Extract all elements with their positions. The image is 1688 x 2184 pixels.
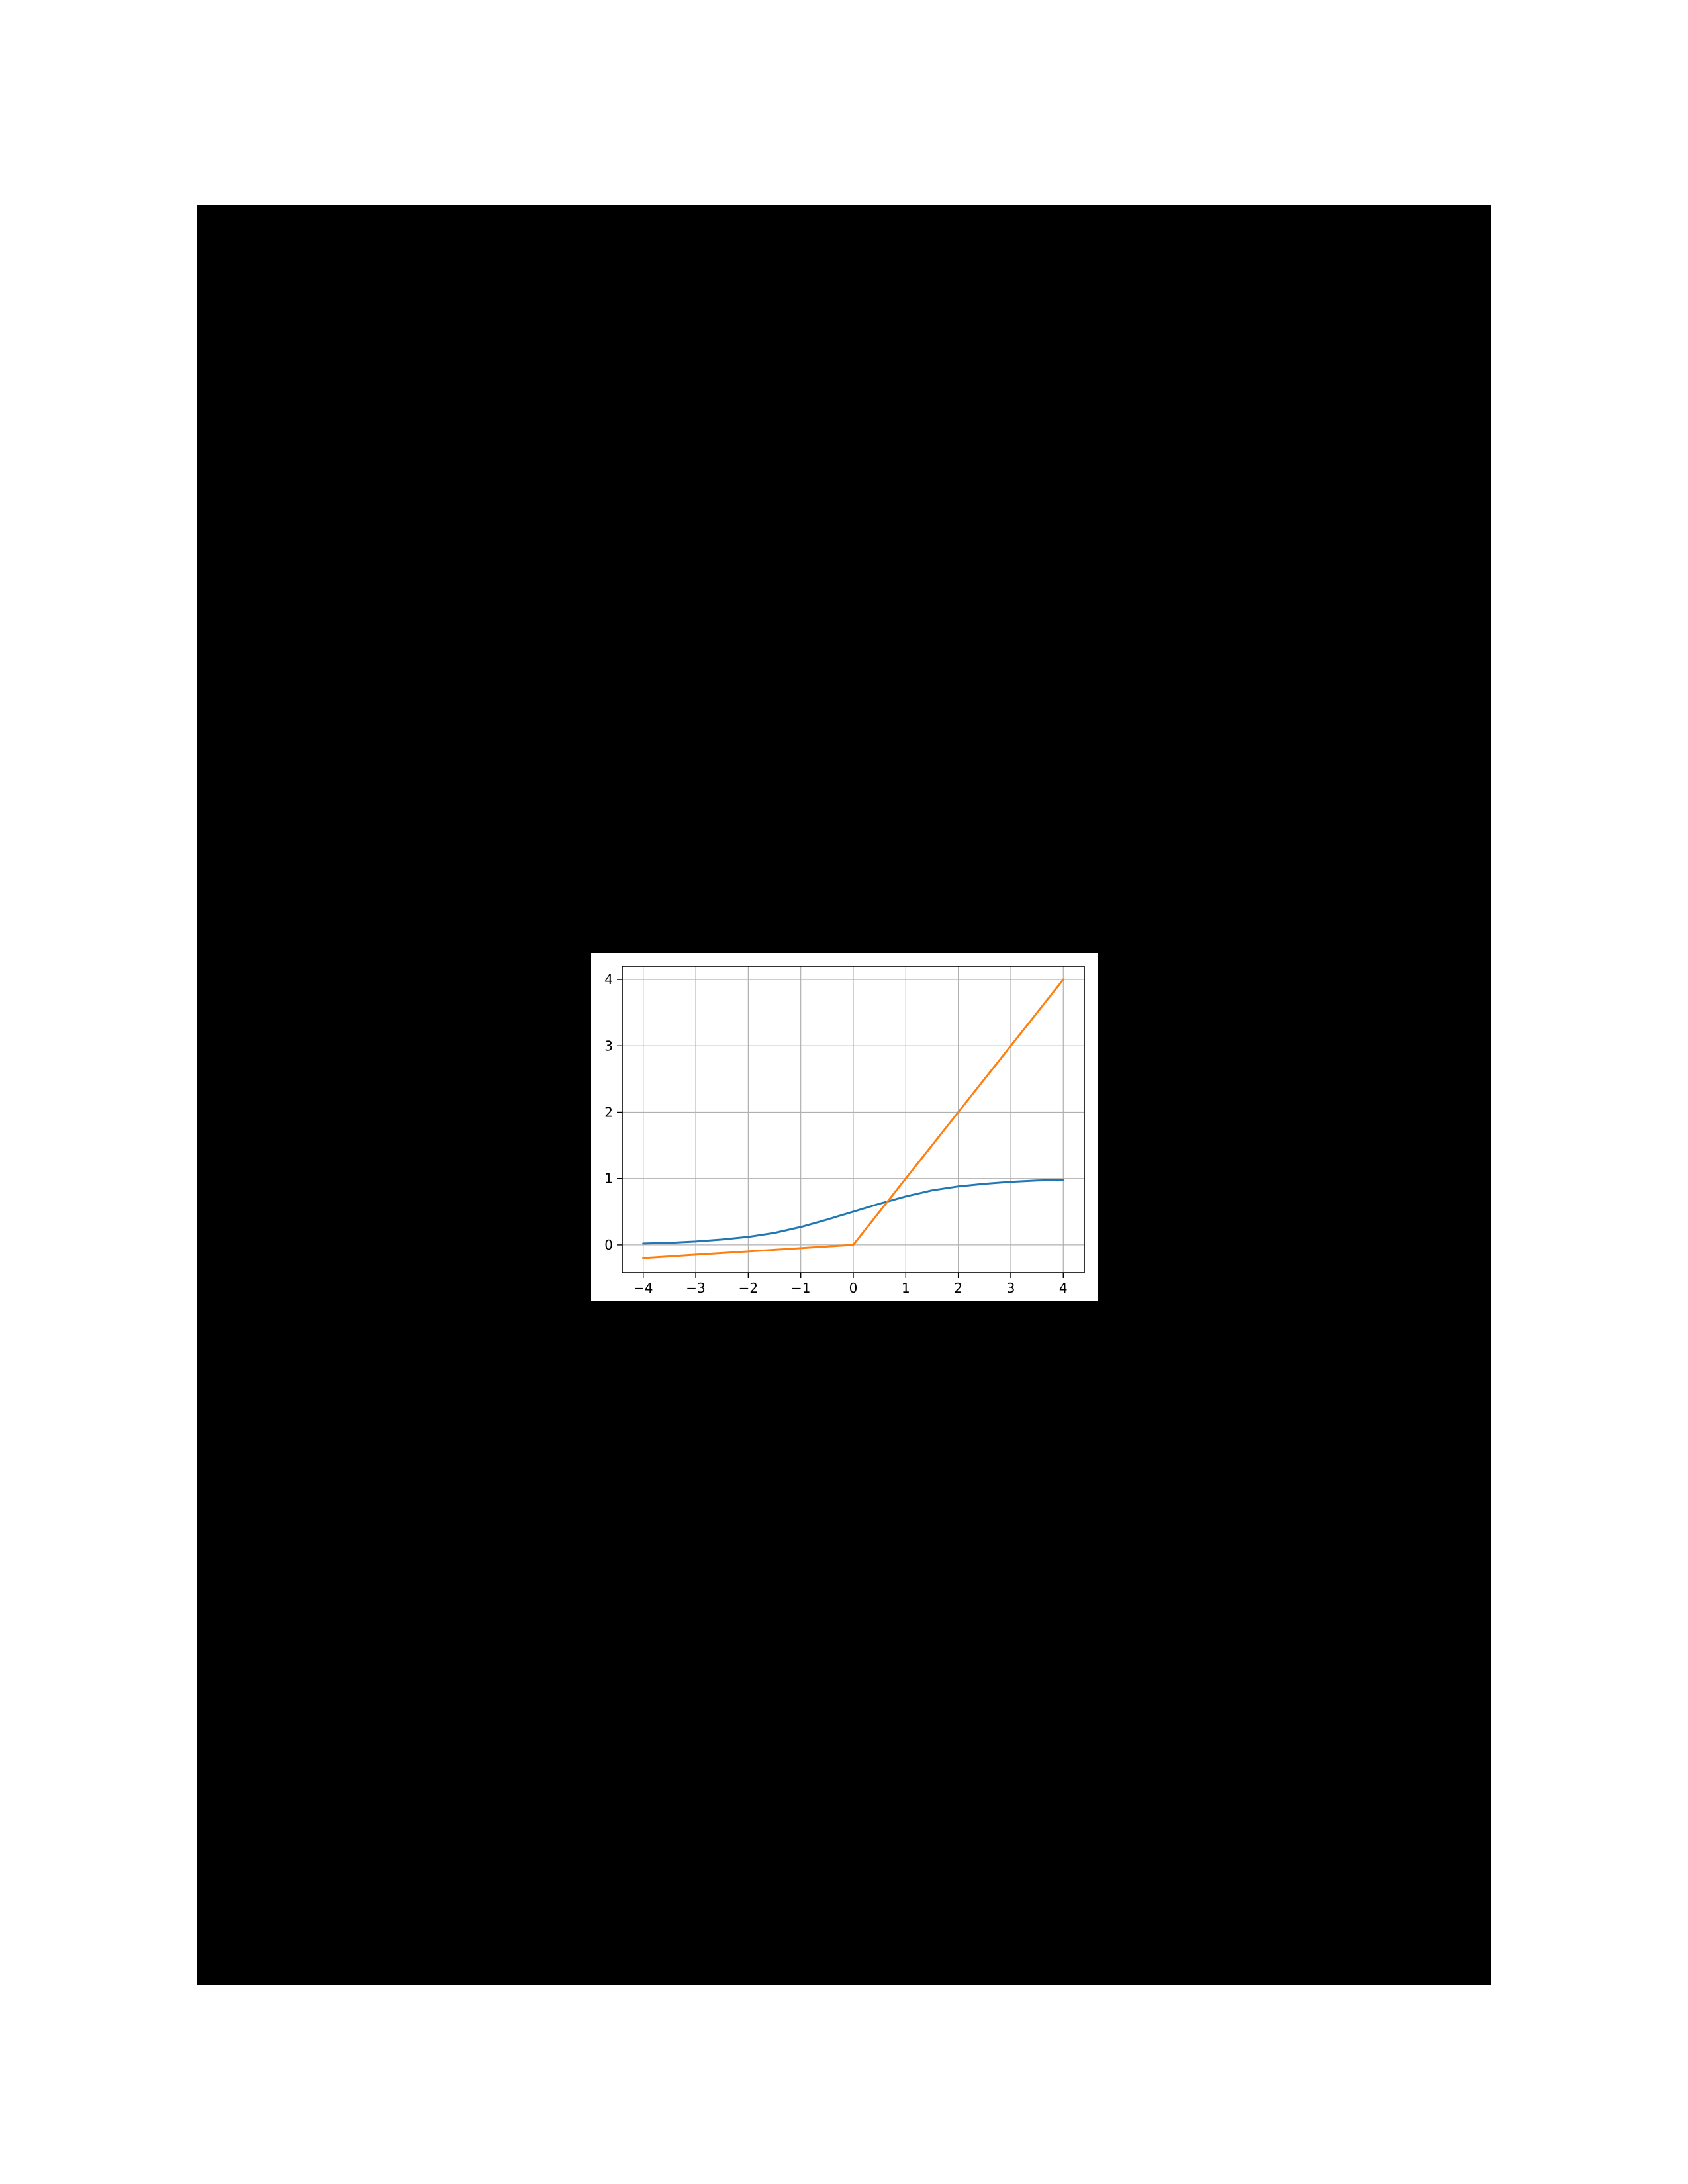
y-tick-label: 3	[604, 1038, 613, 1054]
axis-ticks: −4 −3 −2 −1 0 1 2 3 4 0 1 2 3 4	[604, 972, 1067, 1296]
series-line-1	[642, 1179, 1064, 1245]
y-tick-label: 4	[604, 972, 613, 987]
grid-lines	[622, 966, 1084, 1273]
x-tick-label: 2	[954, 1280, 962, 1296]
x-tick-label: −4	[633, 1280, 653, 1296]
x-tick-label: −2	[739, 1280, 758, 1296]
x-tick-label: −3	[686, 1280, 705, 1296]
y-tick-label: 1	[604, 1171, 613, 1187]
y-tick-label: 2	[604, 1104, 613, 1120]
line-chart: −4 −3 −2 −1 0 1 2 3 4 0 1 2 3 4	[604, 966, 1085, 1296]
series-line-2	[642, 978, 1064, 1259]
x-tick-label: −1	[791, 1280, 810, 1296]
x-tick-label: 0	[849, 1280, 858, 1296]
y-tick-label: 0	[604, 1237, 613, 1253]
x-tick-label: 4	[1059, 1280, 1068, 1296]
series-lines	[642, 978, 1064, 1259]
x-tick-label: 1	[902, 1280, 910, 1296]
x-tick-label: 3	[1007, 1280, 1015, 1296]
chart-figure: −4 −3 −2 −1 0 1 2 3 4 0 1 2 3 4	[591, 953, 1098, 1301]
